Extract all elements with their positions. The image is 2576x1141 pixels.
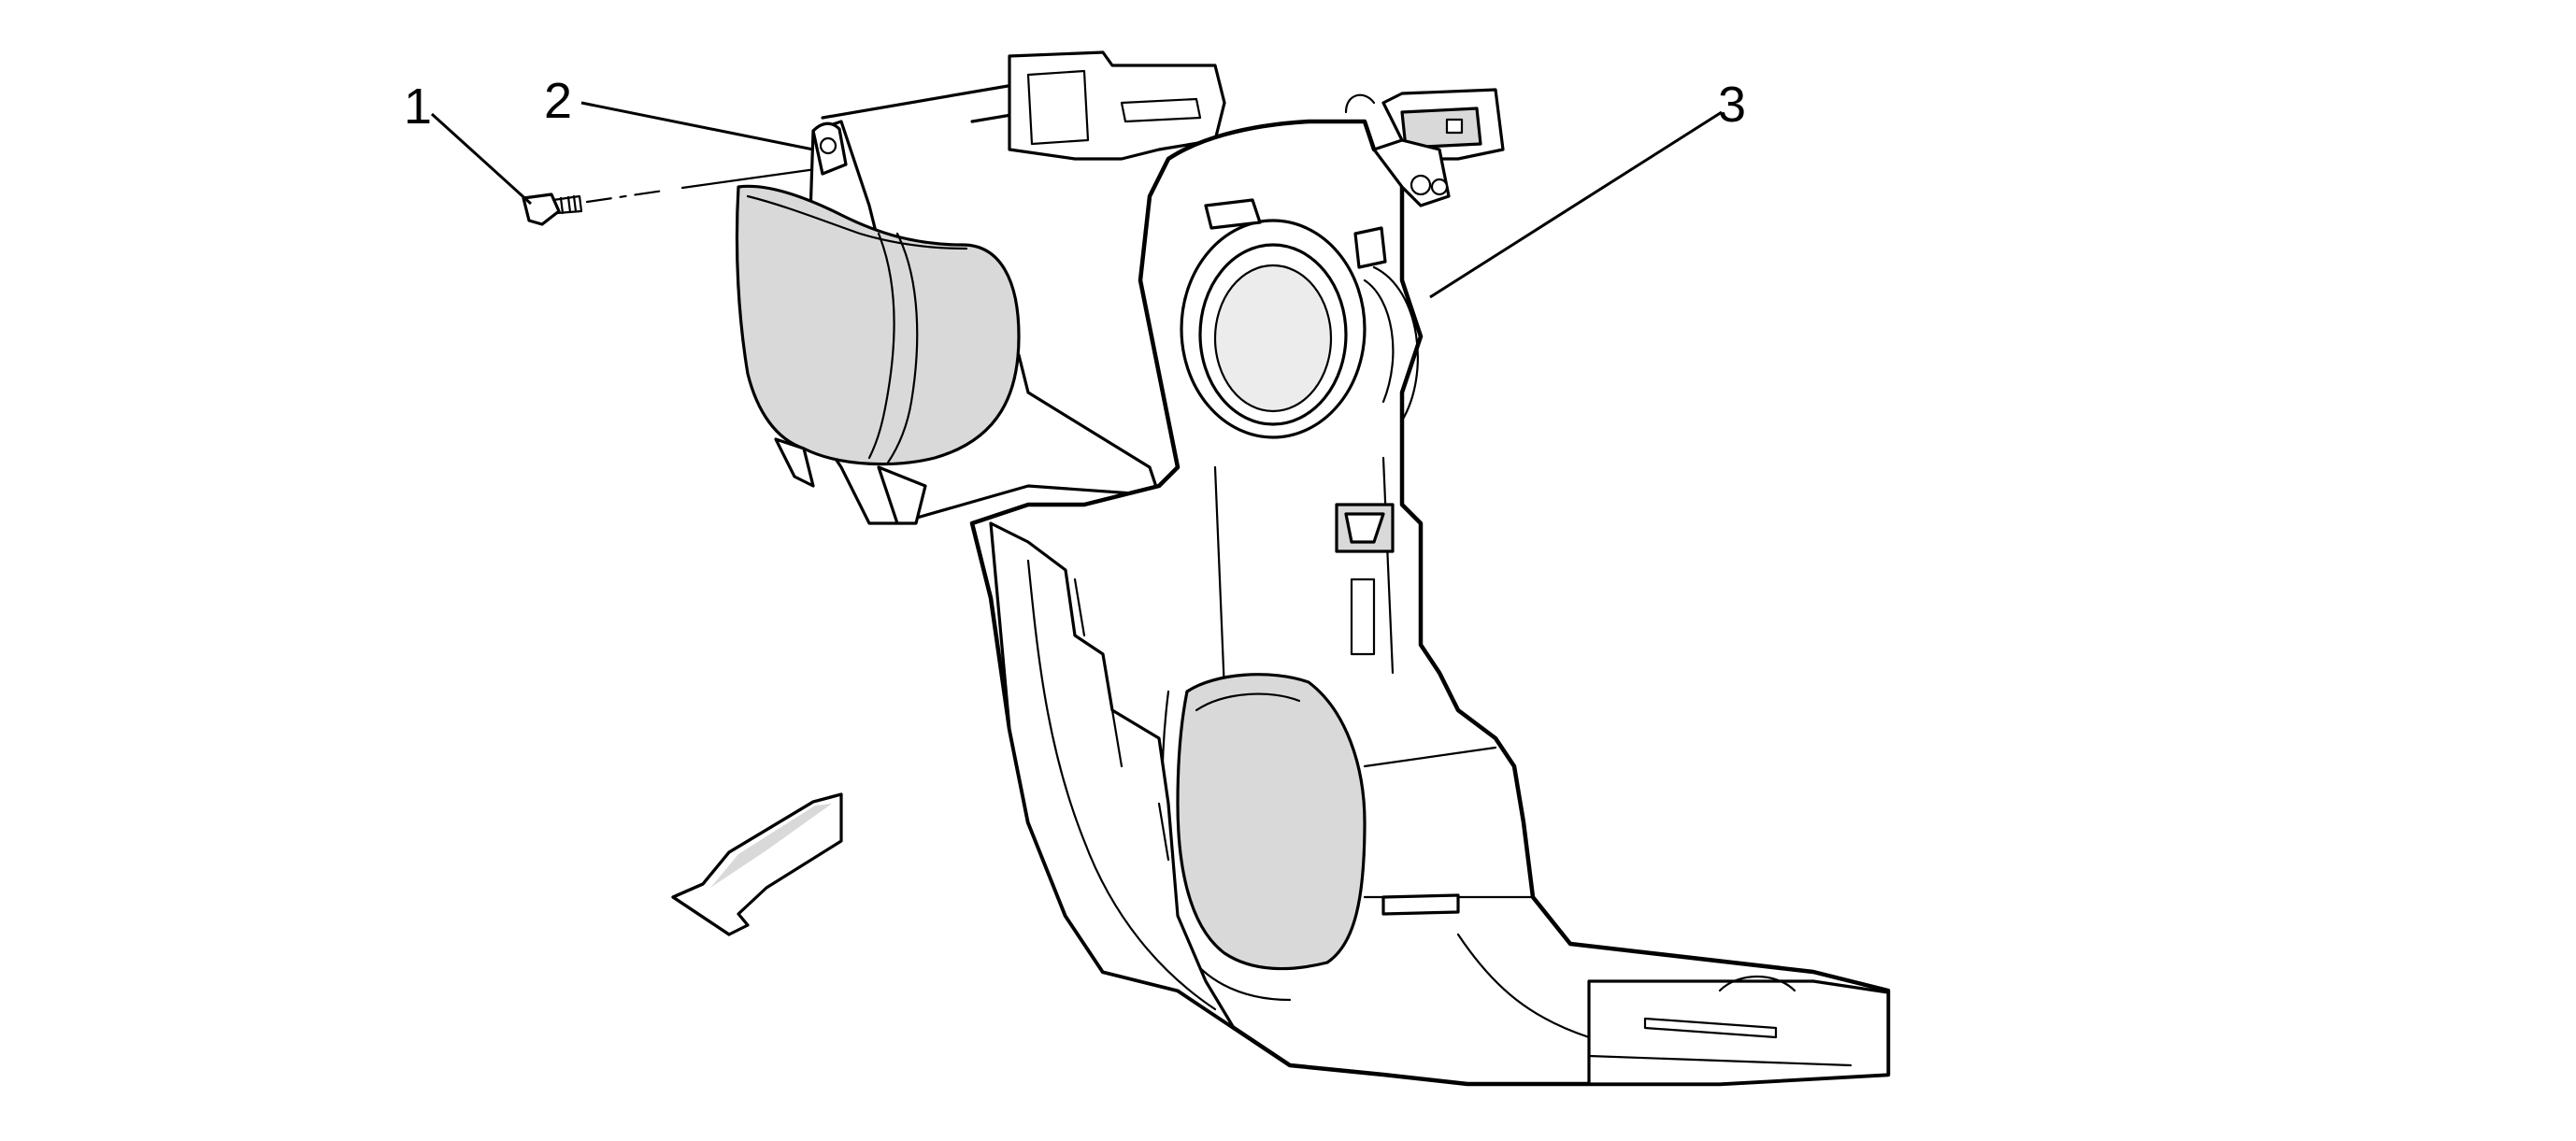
front-of-vehicle-arrow-icon xyxy=(671,792,843,936)
bolt-icon xyxy=(522,166,824,226)
callout-3: 3 xyxy=(1429,77,1746,299)
duct-icon xyxy=(969,50,1891,1087)
callout-1-label: 1 xyxy=(404,78,432,135)
callout-2: 2 xyxy=(544,73,823,153)
callout-1: 1 xyxy=(404,78,533,206)
callout-3-label: 3 xyxy=(1718,77,1746,133)
callout-2-label: 2 xyxy=(544,73,572,129)
bracket-icon xyxy=(735,82,1161,525)
